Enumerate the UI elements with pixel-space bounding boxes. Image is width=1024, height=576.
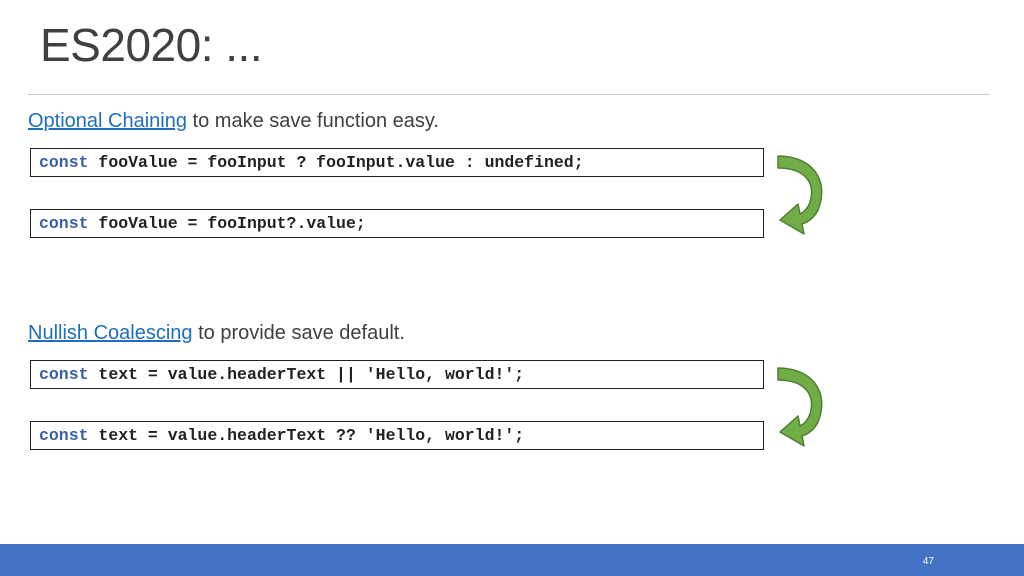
section-description: to make save function easy. [187, 110, 439, 132]
code-text: text = value.headerText ?? 'Hello, world… [88, 426, 525, 445]
code-keyword: const [39, 153, 89, 172]
code-box-before: const fooValue = fooInput ? fooInput.val… [30, 148, 764, 177]
page-number: 47 [922, 556, 934, 567]
section-description: to provide save default. [192, 322, 405, 344]
code-box-before: const text = value.headerText || 'Hello,… [30, 360, 764, 389]
curved-arrow-icon [777, 155, 823, 235]
code-keyword: const [39, 214, 89, 233]
nullish-coalescing-link[interactable]: Nullish Coalescing [28, 322, 193, 344]
code-text: fooValue = fooInput ? fooInput.value : u… [88, 153, 584, 172]
code-keyword: const [39, 426, 89, 445]
code-box-after: const text = value.headerText ?? 'Hello,… [30, 421, 764, 450]
slide-title: ES2020: ... [40, 19, 263, 71]
title-divider [28, 94, 990, 95]
code-keyword: const [39, 365, 89, 384]
curved-arrow-icon [777, 367, 823, 447]
code-box-after: const fooValue = fooInput?.value; [30, 209, 764, 238]
footer-bar: 47 [0, 544, 1024, 576]
section-optional-chaining-heading: Optional Chaining to make save function … [28, 110, 439, 133]
code-text: fooValue = fooInput?.value; [88, 214, 366, 233]
optional-chaining-link[interactable]: Optional Chaining [28, 110, 187, 132]
section-nullish-coalescing-heading: Nullish Coalescing to provide save defau… [28, 322, 405, 345]
code-text: text = value.headerText || 'Hello, world… [88, 365, 525, 384]
